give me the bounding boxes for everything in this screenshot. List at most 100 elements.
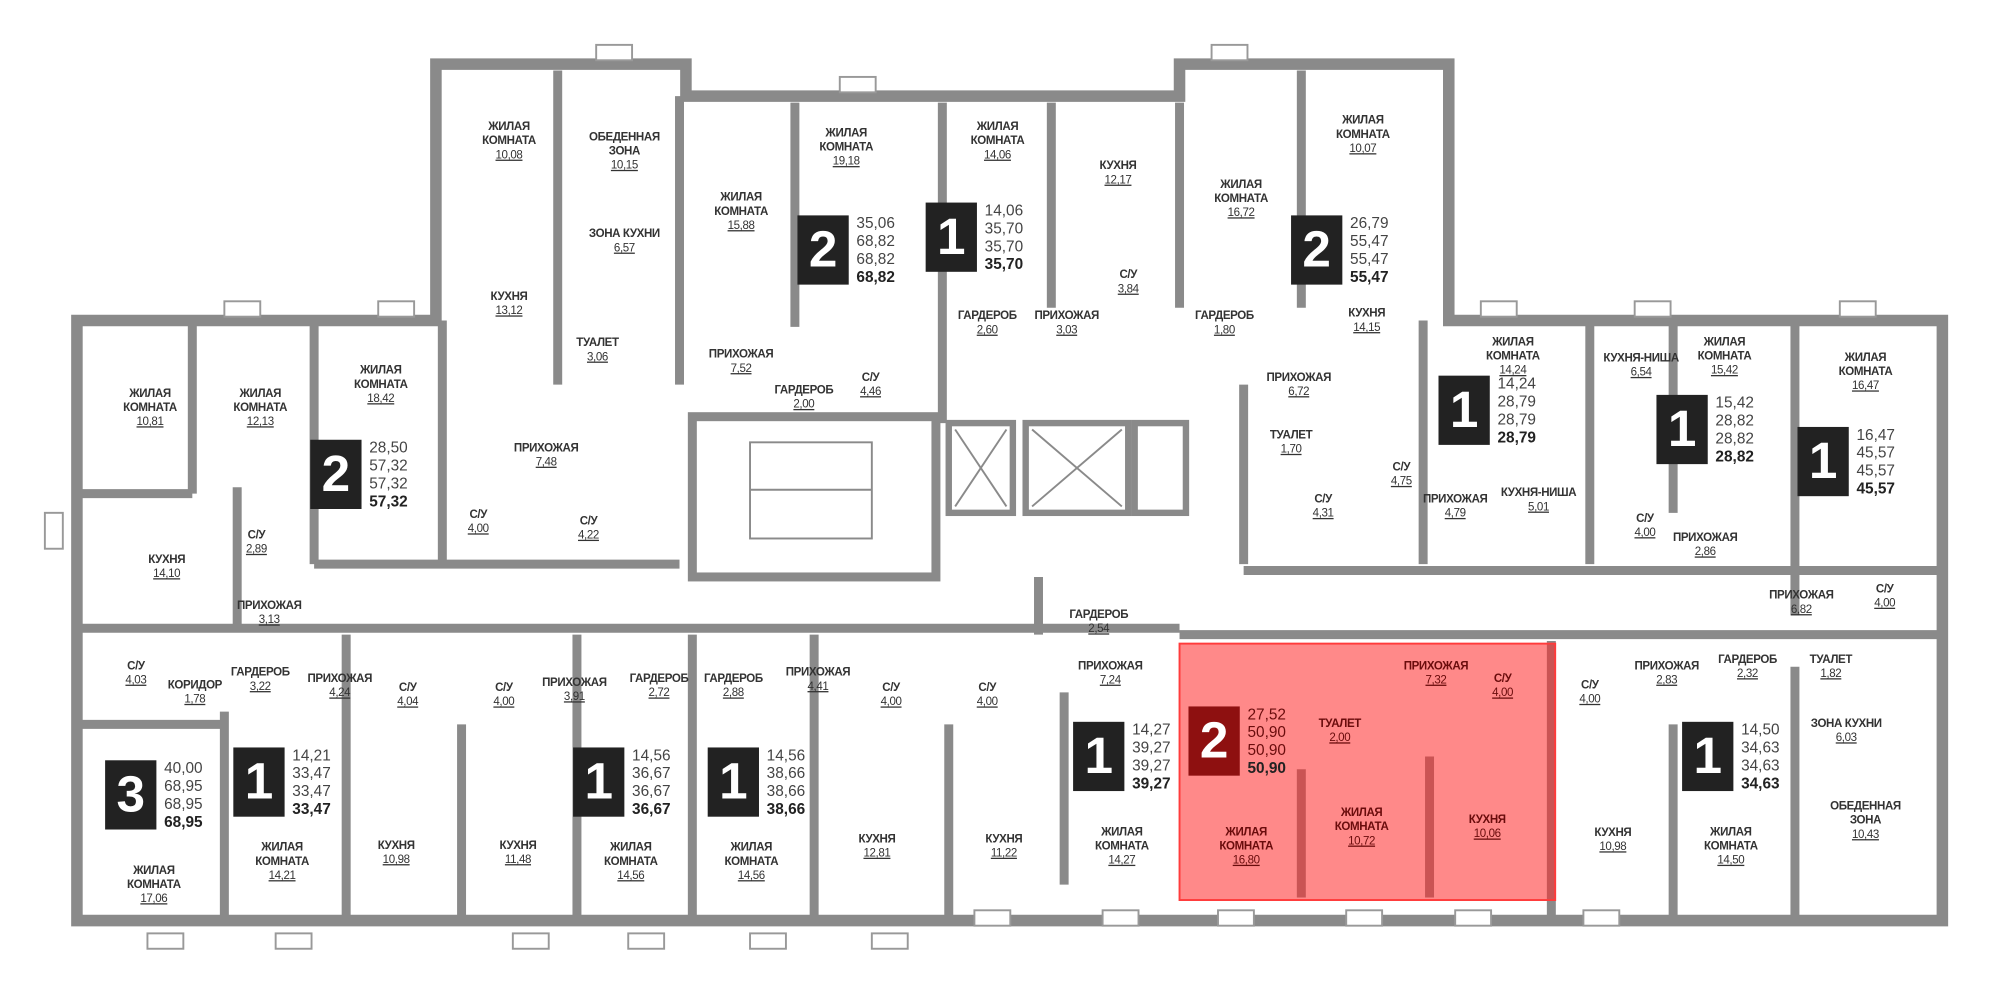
room-area: 15,42: [1710, 363, 1738, 377]
room-area: 11,22: [990, 846, 1017, 860]
room-name: ПРИХОЖАЯ: [236, 598, 302, 612]
apartment-area-value: 35,06: [856, 214, 895, 233]
room-name: ЖИЛАЯ КОМНАТА: [1486, 335, 1540, 363]
apartment-area-value: 14,56: [632, 746, 671, 765]
apartment-area-value: 14,24: [1497, 374, 1536, 393]
room-area: 14,15: [1353, 320, 1381, 334]
apartment-area-value: 33,47: [292, 764, 331, 783]
room-area: 2,32: [1737, 666, 1758, 680]
room-area: 4,31: [1312, 506, 1334, 520]
room-name: КУХНЯ: [1594, 825, 1632, 839]
apartment-area-value: 35,70: [984, 219, 1024, 238]
room-name: ГАРДЕРОБ: [230, 665, 290, 679]
room-area: 4,41: [807, 679, 829, 693]
selected-apartment-highlight: [1178, 642, 1557, 901]
apartment-area-value: 50,90: [1247, 723, 1286, 742]
room-name: ЖИЛАЯ КОМНАТА: [233, 386, 288, 414]
room-name: С/У: [861, 370, 880, 384]
stair-core: [687, 412, 941, 582]
room-name: ПРИХОЖАЯ: [1034, 308, 1099, 322]
room-area: 1,80: [1213, 323, 1235, 336]
apartment-area-value: 15,42: [1715, 393, 1754, 412]
apartment-area-value: 68,95: [164, 794, 203, 813]
room-name: ГАРДЕРОБ: [629, 671, 689, 685]
room-name: С/У: [1119, 267, 1138, 281]
apartment-room-count: 1: [1438, 375, 1490, 445]
room-name: ЗОНА КУХНИ: [1810, 716, 1882, 730]
room-name: КУХНЯ: [985, 832, 1023, 845]
room-name: С/У: [882, 680, 900, 694]
room-name: ЖИЛАЯ КОМНАТА: [1703, 825, 1758, 852]
room-name: ПРИХОЖАЯ: [1422, 492, 1488, 506]
apartment-area-value: 34,63: [1741, 738, 1780, 757]
room-name: ЖИЛАЯ КОМНАТА: [1334, 805, 1389, 833]
room-name: ПРИХОЖАЯ: [1769, 588, 1834, 602]
room-name: ПРИХОЖАЯ: [1403, 658, 1469, 672]
apartment-area-value: 28,82: [1715, 447, 1754, 466]
room-name: ЖИЛАЯ КОМНАТА: [714, 190, 768, 218]
room-area: 14,10: [153, 566, 181, 580]
room-name: С/У: [127, 658, 145, 672]
room-name: ЖИЛАЯ КОМНАТА: [1838, 350, 1893, 378]
room-area: 3,06: [586, 350, 608, 363]
apartment-area-value: 14,21: [292, 746, 331, 765]
apartment-area-value: 45,57: [1856, 443, 1895, 462]
room-area: 10,98: [1599, 839, 1627, 853]
room-name: ТУАЛЕТ: [1269, 428, 1313, 442]
apartment-area-value: 35,70: [984, 237, 1024, 256]
room-area: 4,75: [1390, 474, 1412, 488]
room-area: 4,00: [1492, 685, 1514, 699]
apartment-room-count: 2: [1291, 215, 1343, 285]
room-name: ПРИХОЖАЯ: [542, 675, 607, 689]
room-name: КУХНЯ: [490, 289, 528, 303]
room-name: ЖИЛАЯ КОМНАТА: [127, 863, 181, 891]
apartment-area-value: 34,63: [1741, 756, 1780, 775]
room-area: 6,82: [1790, 602, 1812, 616]
room-name: С/У: [1636, 511, 1654, 525]
room-name: КУХНЯ: [377, 838, 415, 852]
room-name: ГАРДЕРОБ: [1718, 652, 1777, 666]
room-name: ГАРДЕРОБ: [1195, 308, 1254, 322]
room-area: 10,08: [495, 148, 523, 161]
room-area: 2,72: [648, 685, 670, 699]
room-area: 4,00: [1874, 596, 1896, 609]
room-area: 2,86: [1694, 544, 1716, 558]
apartment-area-value: 68,95: [164, 812, 203, 831]
apartment-area-value: 14,06: [984, 201, 1024, 220]
room-name: КОРИДОР: [167, 678, 223, 692]
